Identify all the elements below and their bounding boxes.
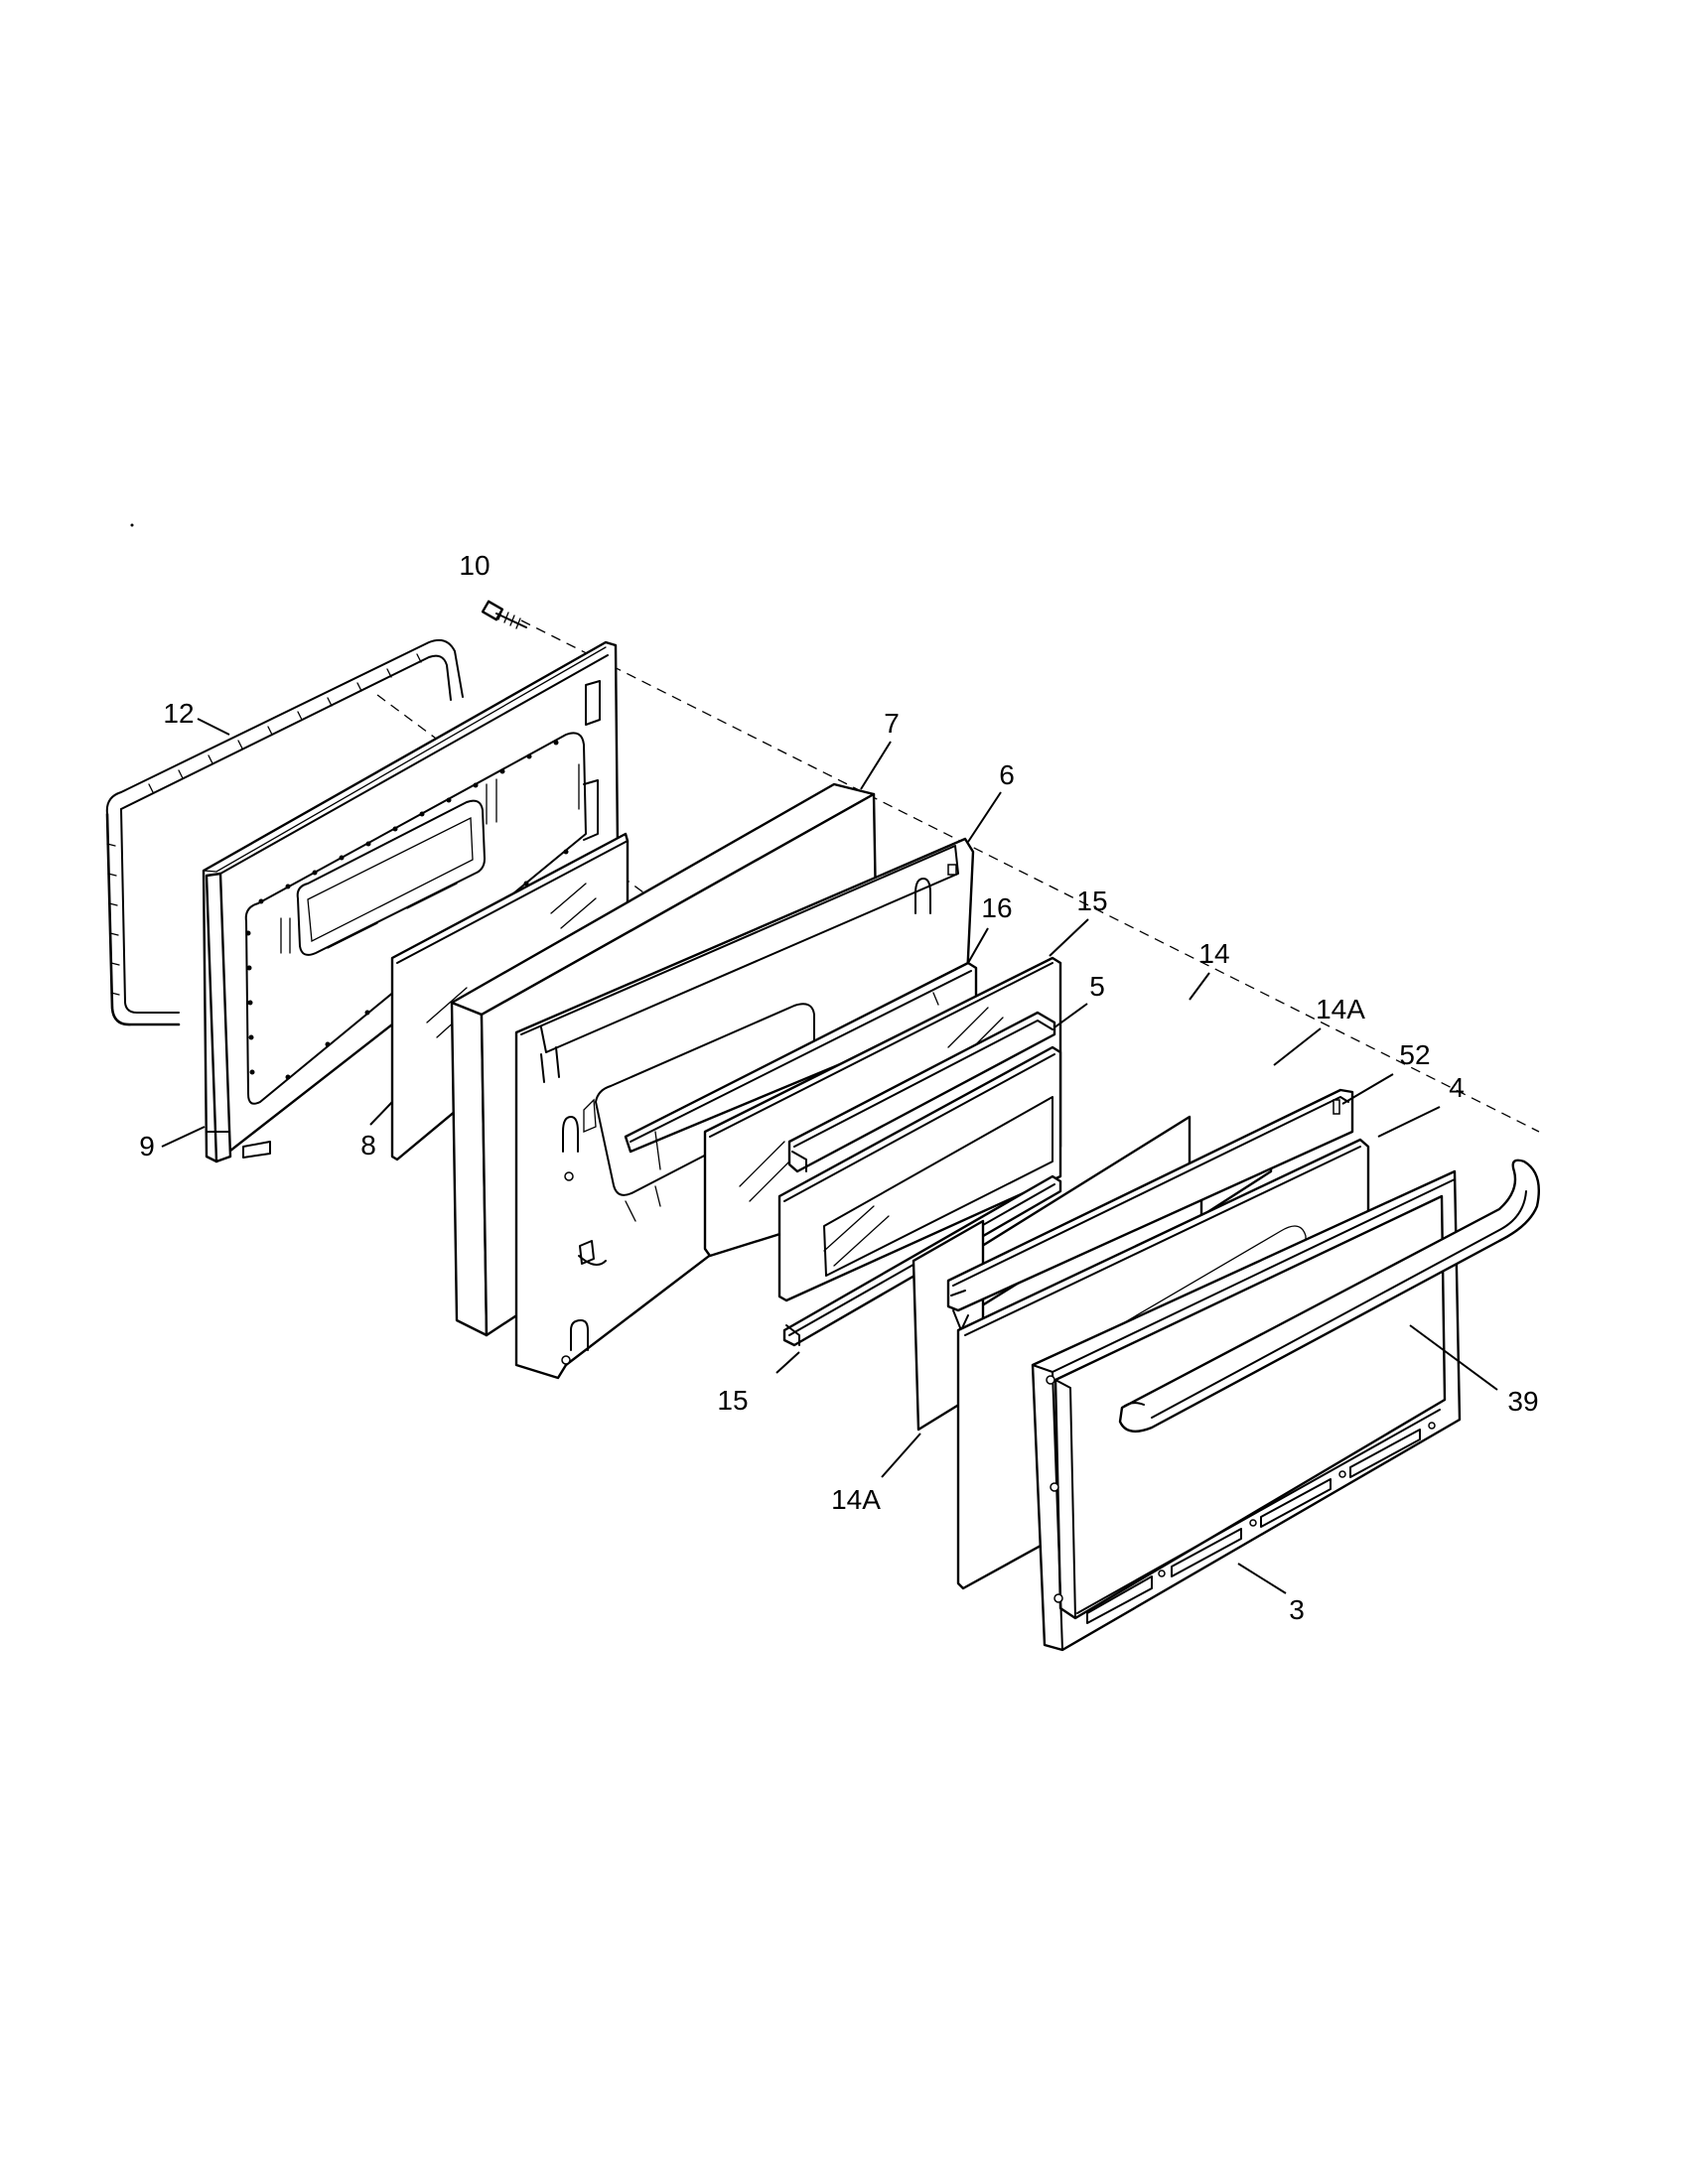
part-39-handle bbox=[1118, 1159, 1541, 1433]
part-5-glass-front bbox=[777, 1045, 1062, 1302]
leader-lines bbox=[161, 718, 1498, 1594]
callout-14: 14 bbox=[1198, 938, 1229, 969]
callout-8: 8 bbox=[360, 1130, 376, 1160]
callout-39: 39 bbox=[1507, 1386, 1538, 1417]
callout-6: 6 bbox=[999, 759, 1015, 790]
callout-52: 52 bbox=[1399, 1039, 1430, 1070]
callout-10: 10 bbox=[459, 550, 490, 581]
callout-4: 4 bbox=[1449, 1072, 1465, 1103]
part-10-screw bbox=[481, 600, 527, 629]
stray-dot bbox=[130, 523, 134, 527]
part-9-door-liner bbox=[202, 640, 620, 1163]
callout-16: 16 bbox=[981, 892, 1012, 923]
part-15-channel-upper bbox=[787, 1011, 1056, 1173]
callout-7: 7 bbox=[884, 708, 900, 739]
part-52-channel bbox=[946, 1088, 1354, 1331]
part-6-inner-panel bbox=[514, 837, 975, 1380]
callout-labels: 10 12 9 8 7 6 16 15 5 14 14A 52 4 15 39 … bbox=[139, 550, 1538, 1625]
part-16-bracket bbox=[624, 961, 978, 1170]
callout-14A-lower: 14A bbox=[831, 1484, 881, 1515]
callout-15-upper: 15 bbox=[1076, 886, 1107, 916]
callout-9: 9 bbox=[139, 1131, 155, 1161]
callout-12: 12 bbox=[163, 698, 194, 729]
callout-3: 3 bbox=[1289, 1594, 1305, 1625]
callout-5: 5 bbox=[1089, 971, 1105, 1002]
part-12-door-gasket bbox=[105, 638, 464, 1026]
callout-14A-upper: 14A bbox=[1316, 994, 1365, 1024]
callout-15-lower: 15 bbox=[717, 1385, 748, 1416]
